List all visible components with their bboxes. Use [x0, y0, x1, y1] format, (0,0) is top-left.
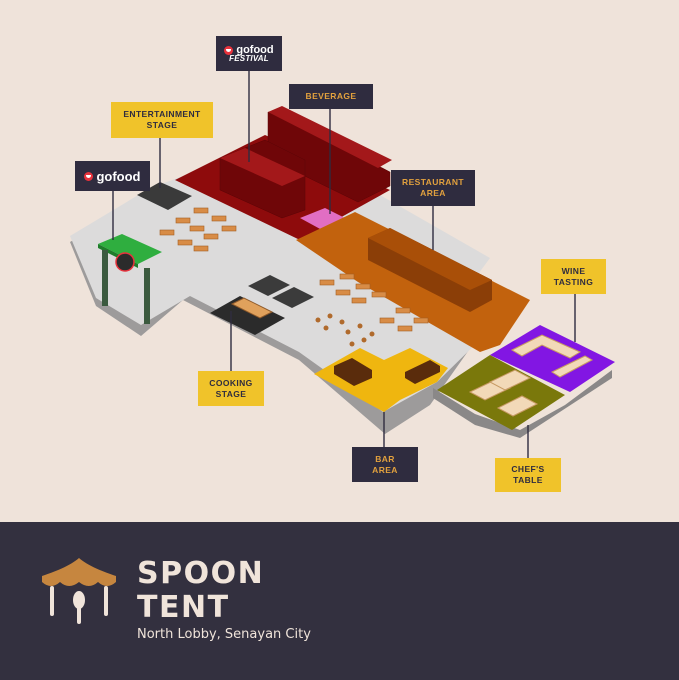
- beverage-area: [300, 208, 345, 230]
- floor-slab-edge-right: [433, 370, 612, 438]
- chefs-tables: [468, 369, 539, 417]
- gofood-festival-logo: gofood FESTIVAL: [216, 36, 282, 71]
- entertainment-stage-platform: [137, 182, 192, 210]
- wine-tasting-table: [510, 334, 582, 359]
- restaurant-area-label: RESTAURANT AREA: [391, 170, 475, 206]
- chefs-table-label: CHEF'S TABLE: [495, 458, 561, 492]
- wine-tasting-label-text: WINE TASTING: [553, 265, 594, 287]
- wine-tasting-label: WINE TASTING: [541, 259, 606, 294]
- gofood-logo-icon: [84, 171, 94, 181]
- gofood-festival-logo-subtext: FESTIVAL: [229, 54, 269, 63]
- cooking-stage-label: COOKING STAGE: [198, 371, 264, 406]
- entertainment-stage-label: ENTERTAINMENT STAGE: [111, 102, 213, 138]
- cooking-stage-platform: [210, 296, 285, 335]
- restaurant-stalls: [368, 228, 492, 312]
- bar-area-label-text: BAR AREA: [372, 453, 398, 475]
- callout-leader-lines: [112, 70, 576, 459]
- venue-title-line2: TENT: [137, 590, 230, 625]
- footer-banner: SPOON TENT North Lobby, Senayan City: [0, 522, 679, 680]
- beverage-label: BEVERAGE: [289, 84, 373, 109]
- venue-location: North Lobby, Senayan City: [137, 627, 311, 642]
- wine-tasting-area: [490, 325, 615, 392]
- wine-tasting-table-2: [550, 355, 594, 378]
- entertainment-stage-label-text: ENTERTAINMENT STAGE: [123, 109, 201, 130]
- beverage-label-text: BEVERAGE: [305, 91, 357, 101]
- gofood-logo: gofood: [75, 161, 150, 191]
- gofood-festival-logo-text: gofood: [236, 44, 274, 56]
- entrance-gate: [98, 234, 162, 324]
- spoon-tent-logo-icon: [42, 558, 116, 624]
- bar-stools: [315, 313, 375, 347]
- bar-area-label: BAR AREA: [352, 447, 418, 482]
- venue-title-line1: SPOON: [137, 556, 265, 591]
- floor-area: [70, 170, 490, 412]
- floor-plan-map: [70, 70, 615, 459]
- restaurant-area-label-text: RESTAURANT AREA: [402, 177, 464, 198]
- bar-counters: [334, 358, 440, 386]
- gofood-logo-text: gofood: [96, 168, 141, 184]
- audience-seating: [248, 275, 314, 308]
- chefs-table-label-text: CHEF'S TABLE: [511, 464, 545, 485]
- cooking-stage-counter: [230, 297, 274, 319]
- gofood-festival-logo-icon: [224, 45, 234, 55]
- dining-tables-center: [319, 273, 429, 332]
- dining-tables-west: [159, 207, 237, 252]
- cooking-stage-label-text: COOKING STAGE: [209, 377, 253, 399]
